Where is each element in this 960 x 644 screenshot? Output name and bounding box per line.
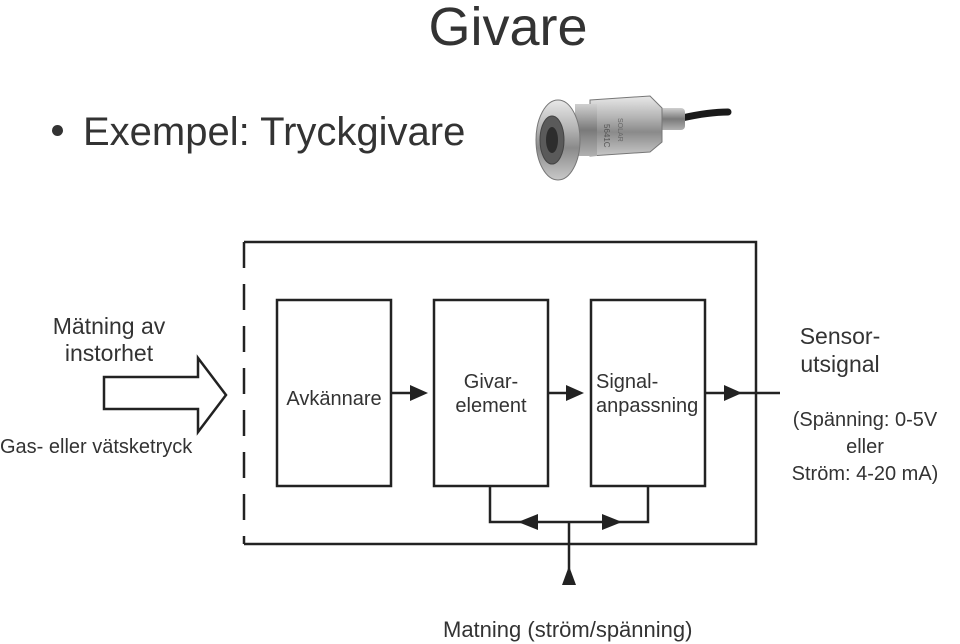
block-conditioning-label: Signal- anpassning [596, 370, 698, 418]
output-detail: (Spänning: 0-5V eller Ström: 4-20 mA) [772, 407, 958, 488]
power-arrow-right [602, 514, 622, 530]
block-transducer-label: Givar- element [434, 370, 548, 418]
sensor-marking-2: SOLAR [616, 118, 623, 142]
bullet-dot [52, 124, 63, 136]
arrowhead-3 [724, 385, 742, 401]
bullet-text: Exempel: Tryckgivare [83, 110, 466, 154]
output-label-line1: Sensor- [799, 323, 881, 349]
sensor-hex [575, 104, 597, 156]
block-conditioning [589, 298, 707, 488]
input-label: Mätning av instorhet [34, 313, 184, 367]
input-sublabel: Gas- eller vätsketryck [0, 436, 193, 458]
sensor-cable [678, 108, 732, 122]
sensor-bore [546, 127, 558, 153]
power-arrow-up [562, 566, 576, 585]
block-conditioning-line2: anpassning [596, 395, 699, 417]
power-bus [488, 486, 650, 524]
slide-title: Givare [428, 0, 588, 57]
arrowhead-1 [410, 385, 428, 401]
pressure-sensor-photo: 5641C SOLAR [535, 95, 732, 181]
input-label-line1: Mätning av [52, 313, 166, 339]
output-detail-line2: eller [846, 436, 884, 458]
output-label-line2: utsignal [800, 351, 880, 377]
input-arrow [102, 354, 228, 436]
block-sensing-label: Avkännare [286, 388, 382, 410]
power-arrow-left [518, 514, 538, 530]
output-detail-line1: (Spänning: 0-5V [792, 409, 938, 431]
block-transducer-line2: element [455, 395, 527, 417]
block-transducer-line1: Givar- [463, 371, 519, 393]
input-label-line2: instorhet [64, 340, 154, 366]
arrowhead-2 [566, 385, 584, 401]
sensor-body [589, 95, 663, 157]
block-conditioning-line1: Signal- [596, 371, 659, 393]
output-detail-line3: Ström: 4-20 mA) [791, 463, 939, 485]
supply-label: Matning (ström/spänning) [443, 617, 693, 642]
block-sensing [275, 298, 393, 488]
output-label: Sensor- utsignal [775, 322, 905, 378]
sensor-marking-1: 5641C [602, 124, 611, 148]
bullet-item: Exempel: Tryckgivare [52, 108, 465, 156]
